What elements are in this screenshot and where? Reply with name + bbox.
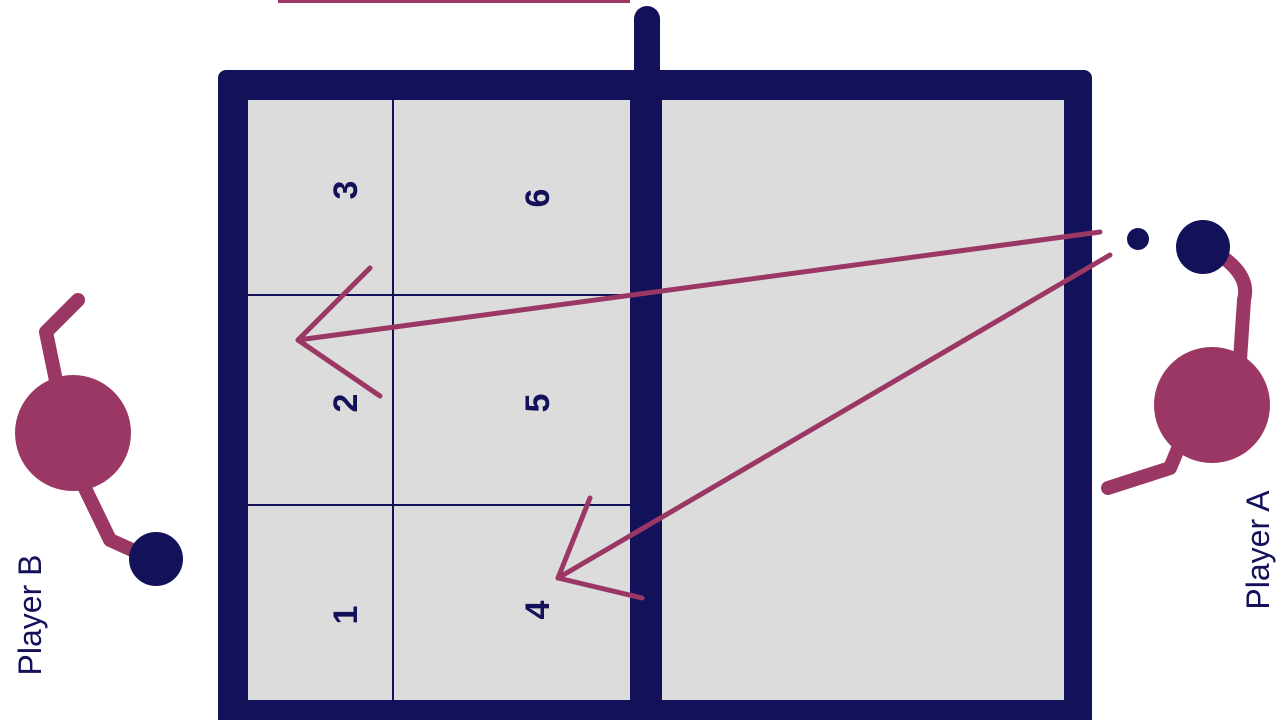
table-half-left [248, 100, 630, 700]
ball-icon [1127, 228, 1149, 250]
player-a-paddle-icon [1176, 220, 1230, 274]
player-b-label: Player B [12, 555, 48, 676]
zone-1-label: 1 [327, 606, 365, 625]
player-b: Player B [12, 293, 183, 676]
player-b-body [15, 375, 131, 491]
arrow-head-zone-2 [295, 265, 383, 399]
zone-2-label: 2 [327, 394, 365, 413]
arrow-head-zone-4 [555, 495, 645, 601]
player-b-paddle-icon [129, 532, 183, 586]
arrow-shaft-to-zone-4 [555, 252, 1113, 581]
zone-4-label: 4 [519, 600, 557, 619]
arrow-shaft-to-zone-2 [295, 229, 1103, 343]
zone-grid [248, 100, 630, 700]
zone-labels: 1 2 3 4 5 6 [327, 181, 557, 625]
zone-5-label: 5 [519, 394, 557, 413]
zone-3-label: 3 [327, 181, 365, 200]
zone-6-label: 6 [519, 189, 557, 208]
net [634, 6, 660, 720]
player-a-label: Player A [1240, 490, 1276, 610]
top-accent-bar [278, 0, 630, 3]
player-a: Player A [1101, 220, 1276, 610]
player-a-body [1154, 347, 1270, 463]
shot-arrows [295, 229, 1113, 601]
